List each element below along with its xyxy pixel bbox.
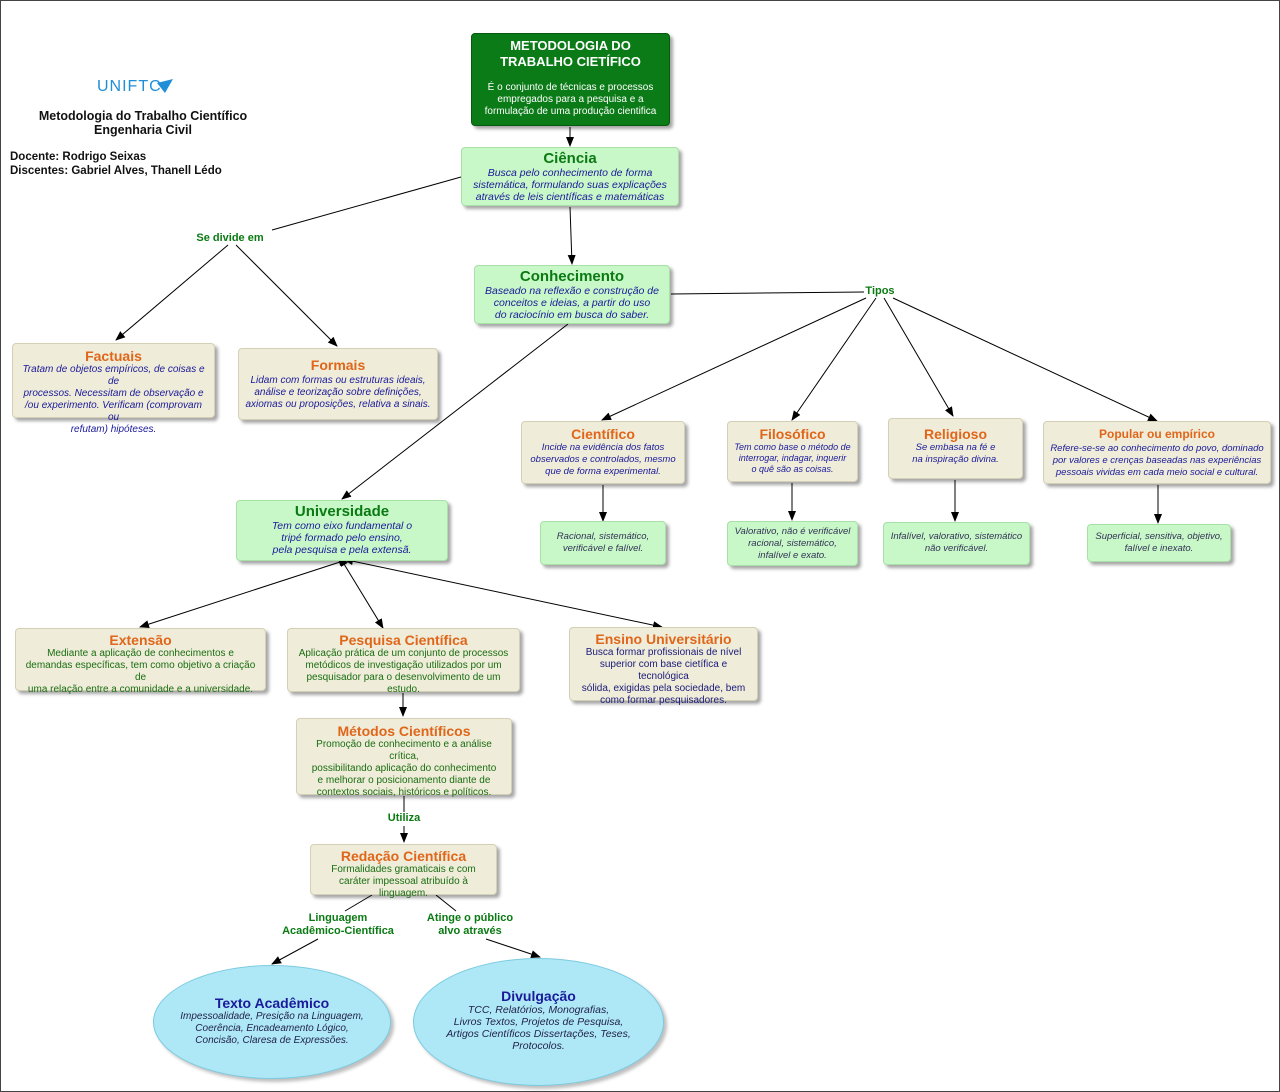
node-title: Ensino Universitário	[595, 631, 732, 647]
node-desc: Valorativo, não é verificável racional, …	[734, 526, 851, 561]
edge-redacao-linguagem	[344, 894, 373, 912]
node-desc: Lidam com formas ou estruturas ideais, a…	[245, 375, 431, 410]
node-religioso-attributes[interactable]: Infalível, valorativo, sistemático não v…	[883, 522, 1030, 565]
docente: Docente: Rodrigo Seixas	[10, 151, 147, 163]
node-desc: Formalidades gramaticais e com caráter i…	[331, 864, 476, 899]
node-metodologia[interactable]: METODOLOGIA DO TRABALHO CIETÍFICO É o co…	[471, 33, 670, 126]
uniftc-logo: UNIFTC	[97, 78, 177, 98]
node-filosofico[interactable]: Filosófico Tem como base o método de int…	[727, 421, 858, 482]
node-desc: Racional, sistemático, verificável e fal…	[556, 531, 650, 554]
edge-universidade-pesquisa	[339, 556, 384, 629]
node-title: Pesquisa Científica	[339, 632, 468, 648]
node-factuais[interactable]: Factuais Tratam de objetos empíricos, de…	[12, 343, 215, 435]
node-pesquisa-cientifica[interactable]: Pesquisa Científica Aplicação prática de…	[287, 628, 520, 695]
node-popular[interactable]: Popular ou empírico Refere-se-se ao conh…	[1043, 421, 1271, 484]
course-subtitle: Engenharia Civil	[94, 123, 192, 137]
edge-conhecimento-tipos	[670, 291, 865, 295]
node-popular-attributes[interactable]: Superficial, sensitiva, objetivo, falíve…	[1087, 524, 1231, 562]
node-title: Ciência	[543, 150, 597, 167]
discentes: Discentes: Gabriel Alves, Thanell Lédo	[10, 165, 222, 177]
edge-conhecimento-universidade	[341, 323, 569, 500]
node-title: Científico	[571, 426, 635, 442]
node-desc: Se embasa na fé e na inspiração divina.	[912, 442, 999, 465]
edge-universidade-extensao	[139, 558, 349, 629]
edge-sedivide-factuais	[115, 244, 229, 341]
node-title: Extensão	[109, 632, 172, 648]
node-conhecimento[interactable]: Conhecimento Baseado na reflexão e const…	[474, 265, 670, 324]
edge-universidade-ensino	[343, 557, 663, 630]
node-title: METODOLOGIA DO TRABALHO CIETÍFICO	[500, 38, 641, 69]
node-desc: Incide na evidência dos fatos observados…	[530, 442, 676, 477]
label-atinge-publico: Atinge o público alvo através	[426, 912, 514, 937]
label-se-divide-em: Se divide em	[196, 232, 264, 244]
node-title: Redação Científica	[340, 848, 467, 864]
node-desc: Infalível, valorativo, sistemático não v…	[890, 531, 1023, 554]
label-linguagem: Linguagem Acadêmico-Científica	[282, 912, 394, 937]
node-desc: Tem como eixo fundamental o tripé formad…	[271, 520, 413, 556]
node-title: Conhecimento	[519, 268, 625, 285]
edge-tipos-religioso	[883, 297, 954, 417]
node-ensino-universitario[interactable]: Ensino Universitário Busca formar profis…	[569, 627, 758, 706]
node-title: Métodos Científicos	[337, 723, 471, 739]
node-title: Filosófico	[759, 426, 826, 442]
edge-linguagem-texto	[271, 938, 319, 965]
node-universidade[interactable]: Universidade Tem como eixo fundamental o…	[236, 500, 448, 561]
node-title: Universidade	[294, 503, 390, 520]
node-title: Formais	[310, 357, 366, 373]
node-desc: Tem como base o método de interrogar, in…	[734, 442, 851, 474]
node-formais[interactable]: Formais Lidam com formas ou estruturas i…	[238, 348, 438, 420]
label-utiliza: Utiliza	[387, 812, 421, 824]
node-desc: Busca pelo conhecimento de forma sistemá…	[473, 167, 667, 203]
node-title: Divulgação	[501, 988, 576, 1004]
edge-tipos-popular	[892, 297, 1158, 422]
node-divulgacao[interactable]: Divulgação TCC, Relatórios, Monografias,…	[413, 958, 664, 1086]
node-ciencia[interactable]: Ciência Busca pelo conhecimento de forma…	[461, 147, 679, 206]
edge-sedivide-formais	[235, 244, 338, 347]
node-extensao[interactable]: Extensão Mediante a aplicação de conheci…	[15, 628, 266, 695]
node-texto-academico[interactable]: Texto Acadêmico Impessoalidade, Presição…	[153, 965, 391, 1079]
node-metodos-cientificos[interactable]: Métodos Científicos Promoção de conhecim…	[296, 718, 512, 798]
edge-tipos-filosofico	[791, 297, 877, 421]
node-filosofico-attributes[interactable]: Valorativo, não é verificável racional, …	[727, 521, 858, 566]
node-desc: Refere-se-se ao conhecimento do povo, do…	[1050, 443, 1264, 478]
node-title: Religioso	[923, 426, 987, 442]
node-desc: TCC, Relatórios, Monografias, Livros Tex…	[446, 1004, 631, 1052]
label-tipos: Tipos	[865, 285, 895, 297]
node-desc: Mediante a aplicação de conhecimentos e …	[25, 648, 256, 695]
node-title: Factuais	[85, 348, 142, 364]
logo-mark-icon	[157, 79, 173, 93]
node-cientifico[interactable]: Científico Incide na evidência dos fatos…	[521, 421, 685, 484]
node-title: Texto Acadêmico	[214, 995, 330, 1011]
node-desc: Tratam de objetos empíricos, de coisas e…	[22, 364, 205, 435]
node-desc: É o conjunto de técnicas e processos emp…	[484, 82, 657, 117]
node-religioso[interactable]: Religioso Se embasa na fé e na inspiraçã…	[888, 418, 1023, 479]
node-desc: Superficial, sensitiva, objetivo, falíve…	[1095, 531, 1223, 554]
edge-ciencia-conhecimento	[567, 206, 576, 265]
node-desc: Promoção de conhecimento e a análise crí…	[311, 739, 497, 798]
edge-ciencia-sedivide	[271, 176, 462, 231]
node-desc: Aplicação prática de um conjunto de proc…	[298, 648, 509, 695]
logo-text: UNIFTC	[97, 78, 162, 95]
edge-tipos-cientifico	[601, 297, 867, 421]
edge-atinge-divulgacao	[485, 938, 541, 958]
node-cientifico-attributes[interactable]: Racional, sistemático, verificável e fal…	[540, 521, 666, 565]
node-desc: Impessoalidade, Presição na Linguagem, C…	[180, 1011, 364, 1046]
node-redacao-cientifica[interactable]: Redação Científica Formalidades gramatic…	[310, 844, 497, 899]
node-title: Popular ou empírico	[1098, 427, 1215, 441]
edge-redacao-atinge	[435, 894, 457, 912]
node-desc: Baseado na reflexão e construção de conc…	[485, 285, 659, 321]
course-title: Metodologia do Trabalho Científico	[38, 109, 248, 123]
node-desc: Busca formar profissionais de nível supe…	[581, 647, 746, 706]
